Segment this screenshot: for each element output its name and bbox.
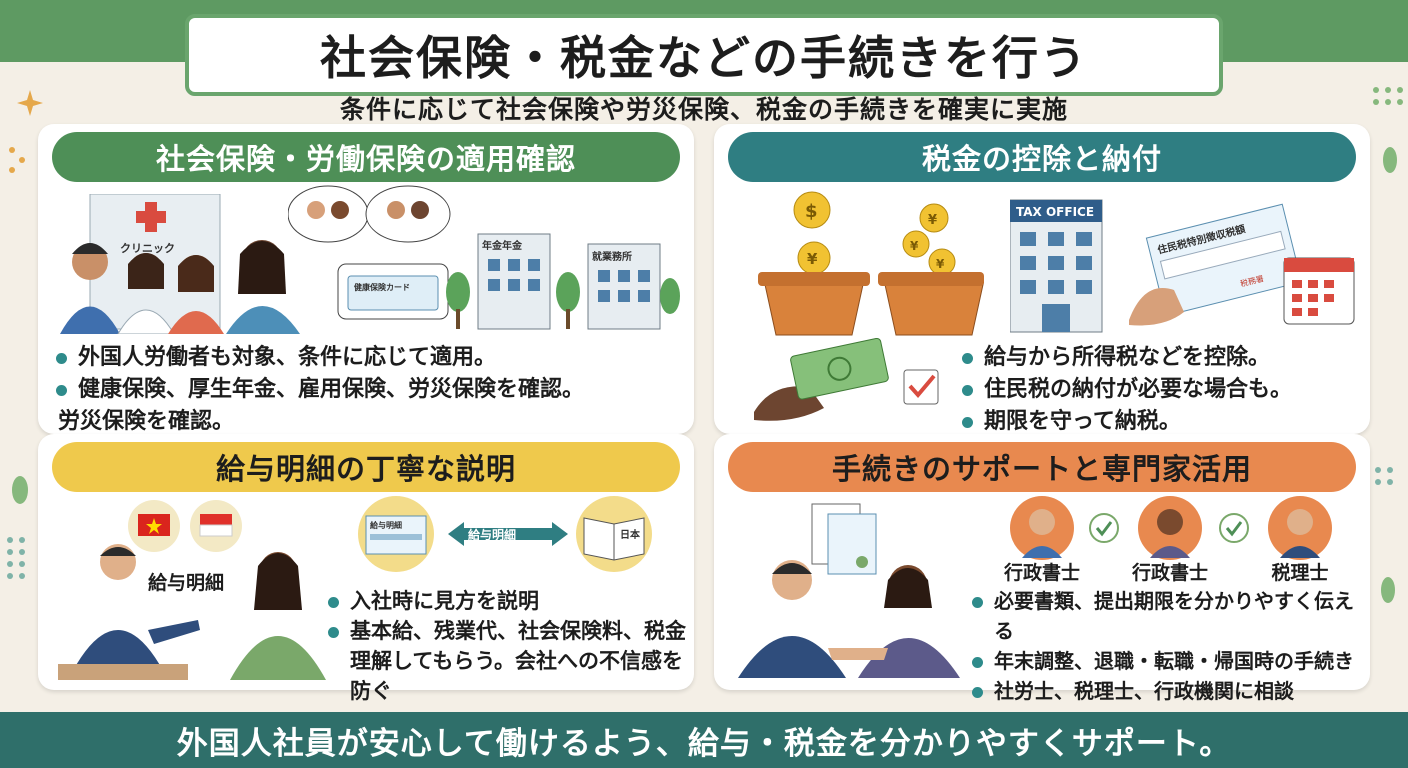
payslip-translate-illustration: 給与明細 給与明細 日本 <box>358 496 652 572</box>
tax-office-sign: TAX OFFICE <box>1016 205 1094 219</box>
svg-text:¥: ¥ <box>910 239 919 253</box>
panel-header-tax: 税金の控除と納付 <box>728 132 1356 182</box>
panel-header-support: 手続きのサポートと専門家活用 <box>728 442 1356 492</box>
panel-payslip: 給与明細の丁寧な説明 給与明細 給与明細 給与明細 日本 入社時に見方を説明 基… <box>38 434 694 703</box>
handshake-illustration <box>738 503 960 678</box>
resident-tax-notice-illustration: 住民税特別徴収税額 税務署 <box>1129 203 1355 326</box>
support-bullets: 必要書類、提出期限を分かりやすく伝える 年末調整、退職・転職・帰国時の手続き 社… <box>970 586 1370 706</box>
panel-support: 手続きのサポートと専門家活用 行政書士 行政書士 税理士 必要書類、提出期限を分… <box>714 434 1370 703</box>
specialists-illustration <box>1010 496 1332 560</box>
list-item: 理解してもらう。会社への不信感を防ぐ <box>350 649 684 703</box>
role-label: 行政書士 <box>1003 562 1080 584</box>
list-item: 住民税の納付が必要な場合も。 <box>960 374 1366 406</box>
list-item: 期限を守って納税。 <box>960 406 1366 438</box>
svg-text:¥: ¥ <box>936 257 945 271</box>
social-insurance-bullets: 外国人労働者も対象、条件に応じて適用。 健康保険、厚生年金、雇用保険、労災保険を… <box>54 342 684 438</box>
title-box: 社会保険・税金などの手続きを行う <box>185 14 1223 96</box>
decoration-right <box>1373 87 1403 603</box>
decoration-left <box>7 90 43 579</box>
list-item: 給与から所得税などを控除。 <box>960 342 1366 374</box>
list-item: 基本給、残業代、社会保険料、税金 <box>326 616 690 646</box>
thought-bubble-illustration: 健康保険カード <box>288 185 451 320</box>
list-item: 社労士、税理士、行政機関に相談 <box>970 676 1370 706</box>
list-item: 健康保険、厚生年金、雇用保険、労災保険を確認。 <box>54 374 684 406</box>
svg-text:¥: ¥ <box>807 250 818 268</box>
flags-illustration <box>128 500 242 552</box>
page-subtitle: 条件に応じて社会保険や労災保険、税金の手続きを確実に実施 <box>339 95 1068 124</box>
clinic-people-illustration: クリニック <box>60 194 300 334</box>
payslip-arrow-label: 給与明細 <box>468 527 516 542</box>
list-item: 外国人労働者も対象、条件に応じて適用。 <box>54 342 684 374</box>
employment-office-sign: 就業務所 <box>592 250 632 263</box>
insurance-card-label: 健康保険カード <box>354 282 410 292</box>
svg-text:¥: ¥ <box>928 213 937 228</box>
payslip-word-label: 給与明細 <box>148 572 225 594</box>
payslip-bullets: 入社時に見方を説明 基本給、残業代、社会保険料、税金 理解してもらう。会社への不… <box>326 586 690 706</box>
svg-text:$: $ <box>805 201 818 222</box>
cash-hand-illustration <box>754 337 939 421</box>
book-label: 日本 <box>620 528 641 541</box>
payslip-doc-label: 給与明細 <box>370 520 402 530</box>
tax-office-illustration: TAX OFFICE <box>1010 199 1103 333</box>
clinic-sign: クリニック <box>120 242 175 255</box>
role-label: 税理士 <box>1271 562 1329 584</box>
panel-tax: 税金の控除と納付 $ ¥ ¥ ¥ ¥ TAX OFFICE 住民税特別徴収税額 … <box>714 124 1370 434</box>
tax-bullets: 給与から所得税などを控除。 住民税の納付が必要な場合も。 期限を守って納税。 <box>960 342 1366 438</box>
list-item: 年末調整、退職・転職・帰国時の手続き <box>970 646 1370 676</box>
footer-banner: 外国人社員が安心して働けるよう、給与・税金を分かりやすくサポート。 <box>0 712 1408 768</box>
list-item: 入社時に見方を説明 <box>326 586 690 616</box>
coin-pots-illustration: $ ¥ ¥ ¥ ¥ <box>758 191 984 336</box>
panel-social-insurance: 社会保険・労働保険の適用確認 クリニック 健康保険カード 年金年金 就業務所 外… <box>38 124 694 434</box>
panel-header-payslip: 給与明細の丁寧な説明 <box>52 442 680 492</box>
office-buildings-illustration: 年金年金 就業務所 <box>446 233 680 330</box>
payslip-explain-illustration <box>58 544 326 680</box>
list-item: 必要書類、提出期限を分かりやすく伝える <box>970 586 1370 646</box>
pension-office-sign: 年金年金 <box>482 239 523 252</box>
list-item: 労災保険を確認。 <box>58 409 235 434</box>
role-label: 行政書士 <box>1131 562 1208 584</box>
panel-header-social-insurance: 社会保険・労働保険の適用確認 <box>52 132 680 182</box>
page-title: 社会保険・税金などの手続きを行う <box>320 31 1088 85</box>
